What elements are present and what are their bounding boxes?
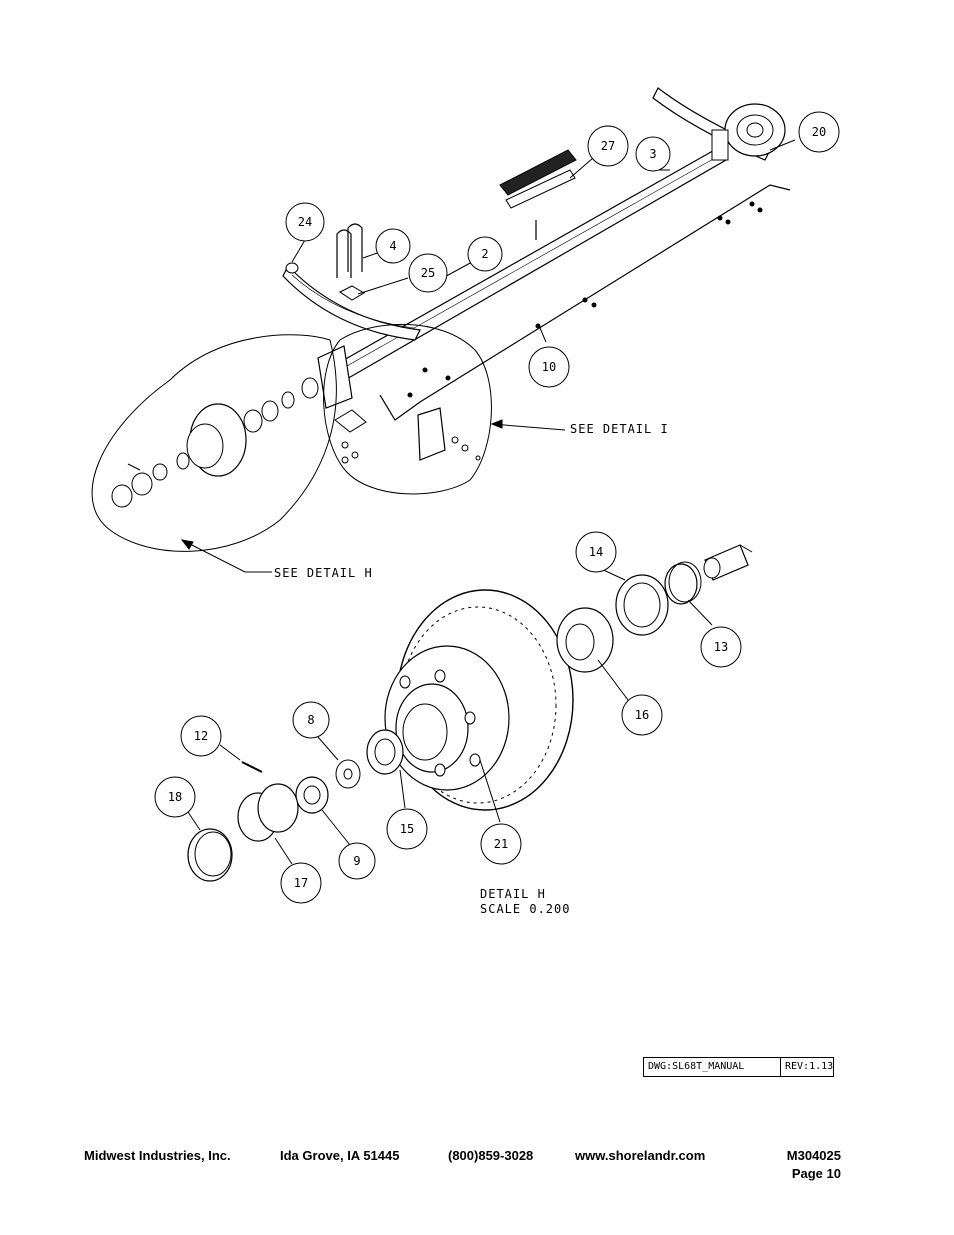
- callout-20: 20: [798, 111, 840, 153]
- callout-4: 4: [375, 228, 411, 264]
- svg-text:8: 8: [307, 713, 314, 727]
- svg-text:14: 14: [589, 545, 603, 559]
- svg-text:24: 24: [298, 215, 312, 229]
- detail-h-title: DETAIL H: [480, 887, 546, 901]
- u-bolts: [336, 223, 363, 278]
- callout-10: 10: [528, 346, 570, 388]
- svg-text:18: 18: [168, 790, 182, 804]
- tie-plate: [339, 285, 365, 301]
- title-block: DWG:SL68T_MANUAL REV:1.13: [643, 1057, 834, 1077]
- callout-25: 25: [408, 253, 448, 293]
- leader-lines: [180, 139, 796, 865]
- callout-27: 27: [587, 125, 629, 167]
- svg-text:21: 21: [494, 837, 508, 851]
- detail-i-circle: [323, 323, 492, 495]
- axle-assembly: [91, 87, 791, 552]
- spindle-washer: [335, 759, 361, 789]
- svg-text:2: 2: [481, 247, 488, 261]
- callout-8: 8: [292, 701, 330, 739]
- footer-location: Ida Grove, IA 51445: [280, 1148, 400, 1163]
- svg-text:15: 15: [400, 822, 414, 836]
- callout-21: 21: [480, 823, 522, 865]
- revision: REV:1.13: [785, 1061, 834, 1072]
- callout-24: 24: [285, 202, 325, 242]
- callout-2: 2: [467, 236, 503, 272]
- left-leaf-spring: [282, 264, 421, 341]
- callout-14: 14: [575, 531, 617, 573]
- svg-text:9: 9: [353, 854, 360, 868]
- callout-13: 13: [700, 626, 742, 668]
- svg-text:25: 25: [421, 266, 435, 280]
- detail-h-assembly: [187, 544, 753, 882]
- brake-line: [379, 184, 791, 421]
- drawing-notes: SEE DETAIL I SEE DETAIL H DETAIL H SCALE…: [274, 422, 669, 916]
- detail-h-circle: [91, 334, 337, 552]
- footer-phone: (800)859-3028: [448, 1148, 534, 1163]
- callout-12: 12: [180, 715, 222, 757]
- callout-15: 15: [386, 808, 428, 850]
- footer-doc-number: M304025: [786, 1148, 841, 1163]
- cotter-pin: [241, 761, 263, 773]
- svg-text:27: 27: [601, 139, 615, 153]
- footer-page-number: Page 10: [791, 1166, 841, 1181]
- detail-h-scale: SCALE 0.200: [480, 902, 570, 916]
- svg-text:4: 4: [389, 239, 396, 253]
- svg-text:20: 20: [812, 125, 826, 139]
- see-detail-i-note: SEE DETAIL I: [570, 422, 669, 436]
- svg-text:3: 3: [649, 147, 656, 161]
- svg-text:16: 16: [635, 708, 649, 722]
- hardware-dots: [407, 201, 763, 398]
- svg-text:13: 13: [714, 640, 728, 654]
- left-hub-assembly: [111, 345, 353, 508]
- svg-text:10: 10: [542, 360, 556, 374]
- spindle-nut: [295, 776, 329, 814]
- callouts: 24 4 25 2 27 3 20 10 14 13 16 12 8 18 17…: [154, 111, 840, 904]
- wheel-studs: [399, 669, 481, 777]
- fender-bracket: [499, 149, 577, 240]
- svg-text:17: 17: [294, 876, 308, 890]
- footer-website[interactable]: www.shorelandr.com: [575, 1148, 706, 1163]
- callout-18: 18: [154, 776, 196, 818]
- svg-text:12: 12: [194, 729, 208, 743]
- spindle-end: [703, 544, 753, 581]
- dust-cap: [237, 783, 299, 842]
- callout-17: 17: [280, 862, 322, 904]
- hub-cap: [187, 828, 233, 882]
- inner-bearing: [664, 563, 698, 605]
- right-brake-drum: [724, 103, 786, 157]
- callout-16: 16: [621, 694, 663, 736]
- detail-i-parts: [334, 407, 481, 464]
- callout-9: 9: [338, 842, 376, 880]
- footer-company: Midwest Industries, Inc.: [84, 1148, 231, 1163]
- see-detail-h-note: SEE DETAIL H: [274, 566, 373, 580]
- drawing-number: DWG:SL68T_MANUAL: [644, 1058, 781, 1076]
- callout-3: 3: [635, 136, 671, 172]
- outer-bearing: [366, 729, 404, 775]
